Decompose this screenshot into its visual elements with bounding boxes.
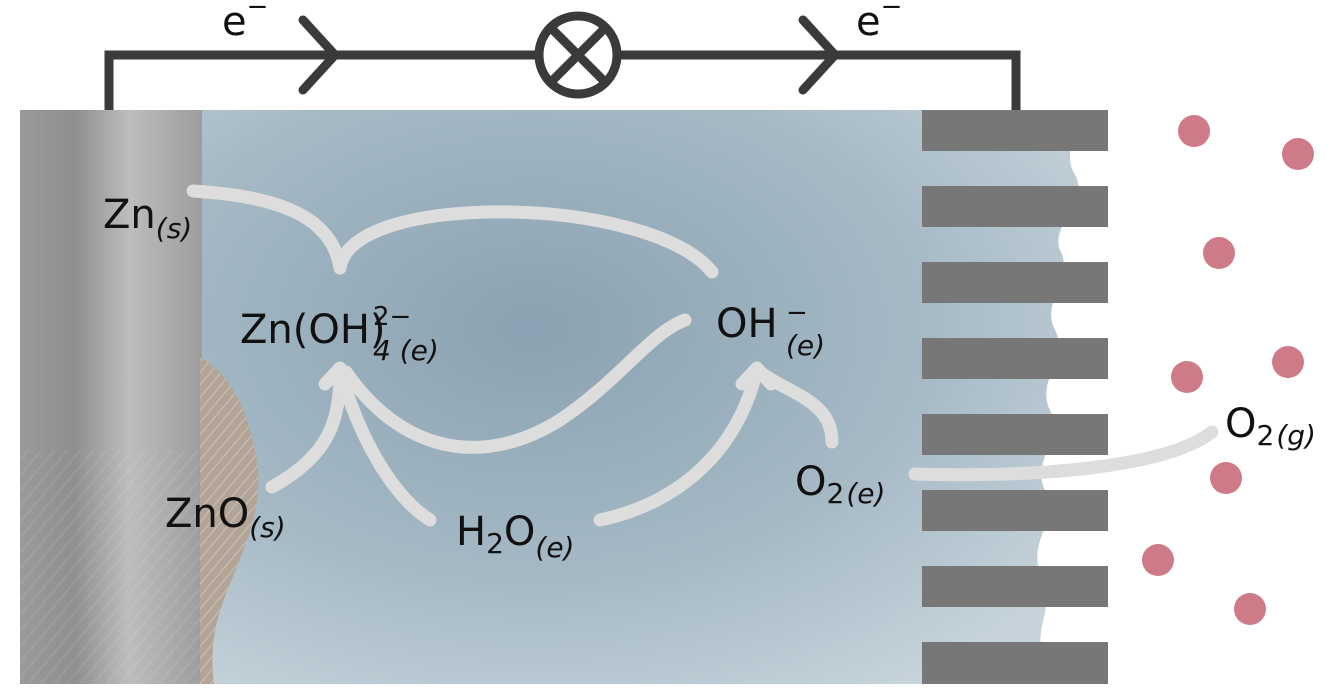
label-water: H2O(e): [456, 509, 574, 564]
reaction-paths: [186, 184, 1219, 527]
label-zinc-oxide: ZnO(s): [165, 491, 286, 544]
cathode-bar: [922, 262, 1108, 303]
reaction-path: [593, 363, 764, 527]
label-oxygen-dissolved: O2(e): [795, 459, 885, 510]
arrowhead: [735, 361, 778, 391]
label-zn-solid: Zn(s): [103, 192, 192, 245]
electron-flow-arrow-right: [798, 15, 840, 95]
reaction-path: [186, 184, 347, 275]
lamp-icon: [534, 11, 622, 99]
cathode-bar: [922, 338, 1108, 379]
circuit-wire: [104, 50, 1021, 110]
zinc-oxide-layer: [200, 358, 259, 684]
oxygen-dot: [1171, 361, 1203, 393]
oxygen-dot: [1272, 346, 1304, 378]
oxygen-dot: [1178, 115, 1210, 147]
cathode-bar: [922, 490, 1108, 531]
electron-label-left: e−: [222, 0, 268, 45]
cathode-bar: [922, 642, 1108, 684]
reaction-path: [333, 363, 437, 527]
oxygen-dot: [1203, 237, 1235, 269]
oxygen-dot: [1210, 462, 1242, 494]
label-zincate: Zn(OH)2−4 (e): [240, 302, 439, 367]
reaction-arrowheads: [318, 361, 778, 391]
arrowhead: [318, 361, 361, 391]
label-hydroxide: OH−(e): [716, 298, 825, 362]
reaction-path: [339, 313, 692, 454]
oxygen-gas-particles: [1142, 115, 1314, 625]
cathode-bar: [922, 186, 1108, 227]
oxygen-dot: [1282, 138, 1314, 170]
electrolyte-region: [200, 110, 1079, 684]
reaction-path: [908, 425, 1219, 482]
electron-flow-arrow-left: [298, 15, 340, 95]
oxygen-dot: [1234, 593, 1266, 625]
electron-label-right: e−: [856, 0, 902, 45]
cathode-bar: [922, 566, 1108, 607]
oxygen-dot: [1142, 544, 1174, 576]
cathode-bar: [922, 414, 1108, 455]
label-oxygen-gas: O2(g): [1225, 401, 1316, 452]
reaction-path: [333, 205, 719, 279]
cathode-bar: [922, 110, 1108, 151]
air-cathode: [922, 110, 1108, 684]
